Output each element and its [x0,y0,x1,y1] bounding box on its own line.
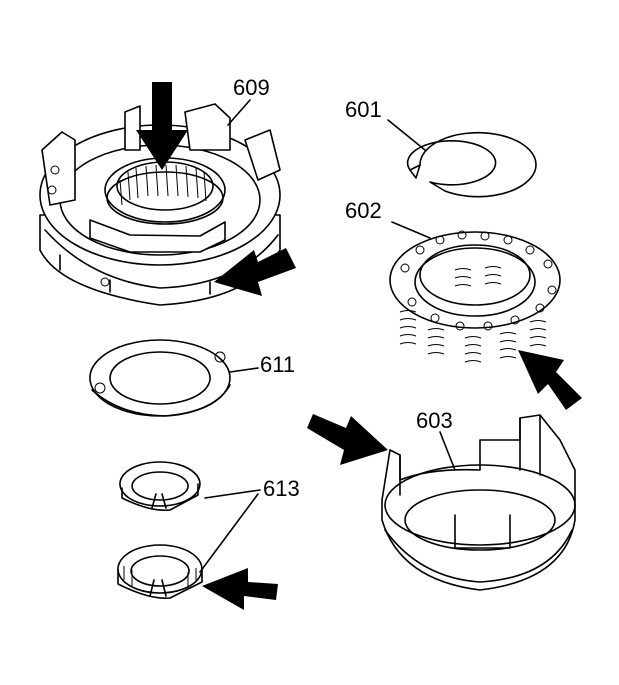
leader-611 [229,367,259,373]
part-613-snap-ring-lower [117,544,203,600]
part-602-spring-plate [389,230,561,363]
arrow-icon [214,248,296,296]
label-611: 611 [260,352,295,377]
label-602: 602 [345,198,382,223]
label-601: 601 [345,97,382,122]
label-609: 609 [233,75,270,100]
leader-601 [387,119,426,151]
leader-602 [391,221,431,239]
label-613: 613 [263,476,300,501]
part-601-snap-ring [406,131,537,198]
label-603: 603 [416,408,453,433]
arrow-icon [202,568,278,610]
leader-609 [227,99,251,126]
leader-613 [199,489,261,573]
leader-603 [439,431,456,471]
arrow-icon [136,82,188,170]
part-613-snap-ring-upper [119,461,201,512]
part-603-piston-housing [381,414,576,591]
arrow-icon [307,414,388,465]
arrow-icon [518,350,582,410]
part-611-thrust-washer [89,339,231,417]
